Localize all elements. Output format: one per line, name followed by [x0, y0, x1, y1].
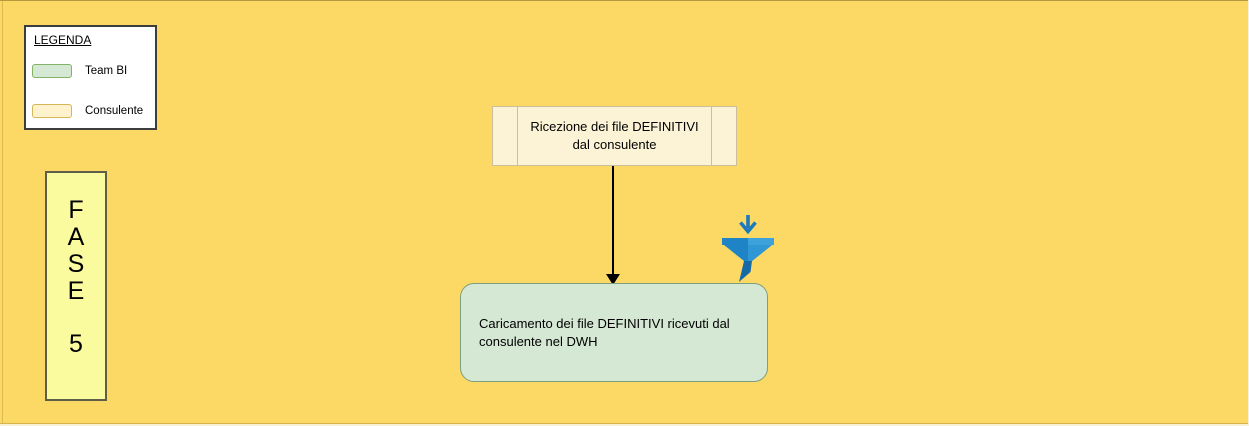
node-caricamento-dwh[interactable]: Caricamento dei file DEFINITIVI ricevuti…	[460, 283, 768, 382]
consulente-color-swatch	[32, 104, 72, 118]
phase-letter: A	[67, 223, 85, 251]
flow-arrowhead-icon	[606, 274, 620, 285]
legend-item-team-bi: Team BI	[26, 64, 155, 78]
phase-number: 5	[69, 330, 83, 358]
team-bi-color-swatch	[32, 64, 72, 78]
process-side-bar-right	[711, 107, 712, 165]
node-label: Ricezione dei file DEFINITIVI dal consul…	[530, 119, 699, 152]
flow-arrow-line[interactable]	[612, 166, 614, 274]
filter-funnel-icon[interactable]	[719, 212, 777, 284]
phase-letter: F	[68, 196, 84, 224]
legend-box: LEGENDA Team BI Consulente	[24, 25, 157, 130]
legend-title: LEGENDA	[34, 33, 92, 47]
legend-item-consulente: Consulente	[26, 104, 155, 118]
node-ricezione-file-definitivi[interactable]: Ricezione dei file DEFINITIVI dal consul…	[492, 106, 737, 166]
phase-letter: S	[67, 250, 85, 278]
node-label: Caricamento dei file DEFINITIVI ricevuti…	[479, 315, 730, 349]
legend-item-label: Team BI	[85, 65, 128, 77]
canvas-edge-line	[2, 1, 3, 423]
phase-letter: E	[67, 277, 85, 305]
process-side-bar-left	[517, 107, 518, 165]
legend-item-label: Consulente	[85, 105, 144, 117]
phase-label-box: F A S E 5	[45, 171, 107, 401]
